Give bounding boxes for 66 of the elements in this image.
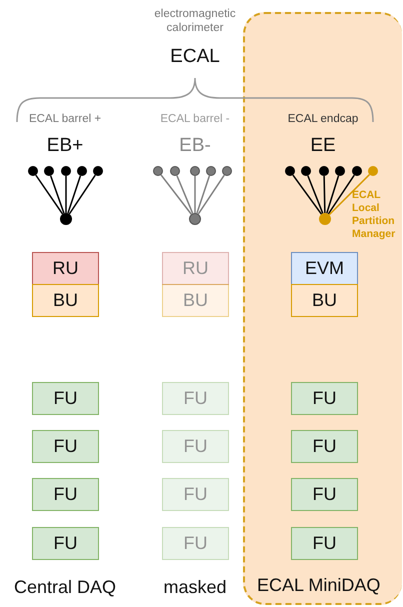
group-caption: ECAL barrel - xyxy=(160,113,230,125)
group-title: EB+ xyxy=(46,135,84,157)
connector-line xyxy=(160,174,192,215)
group-title: EB- xyxy=(179,135,211,157)
node-dot xyxy=(170,166,180,176)
fu-box: FU xyxy=(32,527,99,560)
node-dot xyxy=(189,213,201,225)
connector-line xyxy=(307,175,324,214)
group-caption: ECAL endcap xyxy=(288,113,358,125)
fu-box: FU xyxy=(291,382,358,415)
bu-box: BU xyxy=(291,284,358,317)
group-title: EE xyxy=(310,135,336,157)
node-dot xyxy=(28,166,38,176)
column-title: Central DAQ xyxy=(14,577,116,598)
connector-line xyxy=(326,176,340,214)
fu-box: FU xyxy=(162,478,229,511)
connector-line xyxy=(65,176,67,213)
connector-line xyxy=(35,174,64,214)
dashed-region xyxy=(243,12,402,605)
connector-line xyxy=(292,174,322,215)
node-dot xyxy=(77,166,87,176)
node-dot xyxy=(206,166,216,176)
connector-line xyxy=(323,176,326,214)
node-dot xyxy=(319,213,331,225)
column-title: masked xyxy=(163,577,227,598)
fu-box: FU xyxy=(291,430,358,463)
annotation-text: ECAL Local Partition Manager xyxy=(352,189,396,241)
fu-box: FU xyxy=(32,382,99,415)
node-dot xyxy=(60,213,72,225)
connector-line xyxy=(196,176,210,214)
ru-box: RU xyxy=(32,252,99,285)
fu-box: FU xyxy=(162,382,229,415)
connector-line xyxy=(328,174,355,214)
connector-line xyxy=(198,174,225,214)
fu-box: FU xyxy=(291,478,358,511)
node-dot xyxy=(222,166,232,176)
fu-box: FU xyxy=(162,527,229,560)
node-dot xyxy=(319,166,329,176)
node-dot xyxy=(352,166,362,176)
group-caption: ECAL barrel + xyxy=(28,113,102,125)
node-dot xyxy=(368,166,378,176)
node-dot xyxy=(61,166,71,176)
group-title: ECAL xyxy=(170,46,220,68)
fu-box: FU xyxy=(291,527,358,560)
connector-line xyxy=(194,176,196,213)
bu-box: BU xyxy=(162,284,229,317)
connector-line xyxy=(328,174,370,216)
fu-box: FU xyxy=(32,430,99,463)
node-dot xyxy=(153,166,163,176)
node-dot xyxy=(190,166,200,176)
fu-box: FU xyxy=(162,430,229,463)
node-dot xyxy=(93,166,103,176)
node-dot xyxy=(335,166,345,176)
ru-box: RU xyxy=(162,252,229,285)
connector-line xyxy=(67,176,82,214)
connector-line xyxy=(176,175,194,214)
group-caption: electromagnetic calorimeter xyxy=(153,7,237,35)
node-dot xyxy=(44,166,54,176)
connector-line xyxy=(50,175,65,214)
fu-box: FU xyxy=(32,478,99,511)
bu-box: BU xyxy=(32,284,99,317)
region-title: ECAL MiniDAQ xyxy=(257,575,380,596)
node-dot xyxy=(285,166,295,176)
evm-box: EVM xyxy=(291,252,358,285)
node-dot xyxy=(301,166,311,176)
connector-line xyxy=(68,174,96,214)
